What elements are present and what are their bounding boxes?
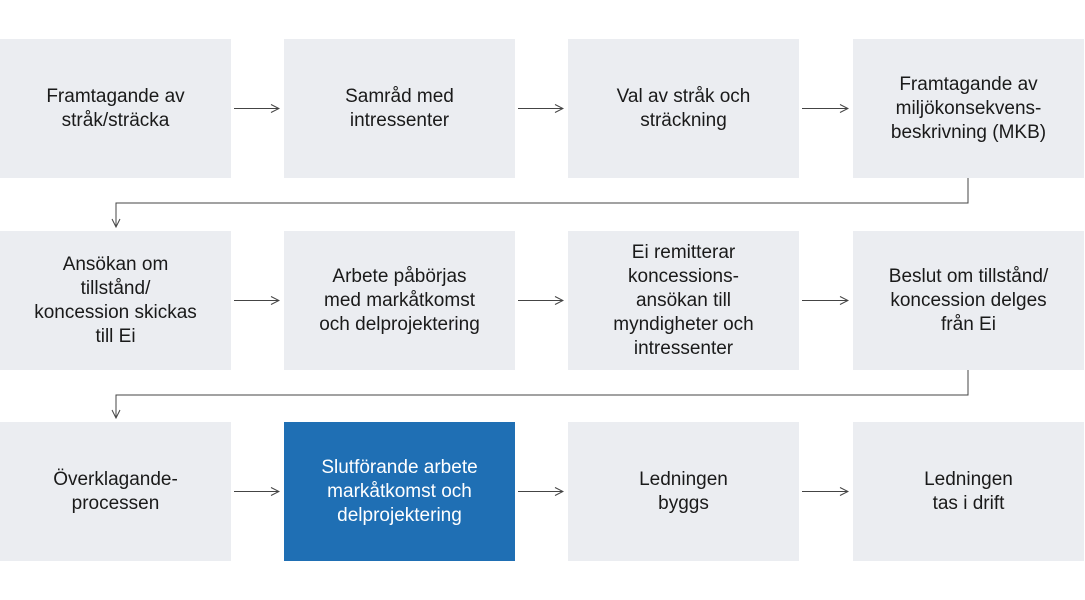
step-3-box: Val av stråk och sträckning <box>568 39 799 178</box>
arrow-wrap-2 <box>116 370 969 418</box>
step-5-box: Ansökan om tillstånd/ koncession skickas… <box>0 231 231 370</box>
step-9-box: Överklagande- processen <box>0 422 231 561</box>
step-12-box: Ledningen tas i drift <box>853 422 1084 561</box>
step-7-box: Ei remitterar koncessions- ansökan till … <box>568 231 799 370</box>
step-6-box: Arbete påbörjas med markåtkomst och delp… <box>284 231 515 370</box>
step-8-box: Beslut om tillstånd/ koncession delges f… <box>853 231 1084 370</box>
step-2-box: Samråd med intressenter <box>284 39 515 178</box>
arrow-wrap-1 <box>116 178 969 227</box>
step-4-box: Framtagande av miljökonsekvens- beskrivn… <box>853 39 1084 178</box>
step-11-box: Ledningen byggs <box>568 422 799 561</box>
step-10-box: Slutförande arbete markåtkomst och delpr… <box>284 422 515 561</box>
step-1-box: Framtagande av stråk/sträcka <box>0 39 231 178</box>
